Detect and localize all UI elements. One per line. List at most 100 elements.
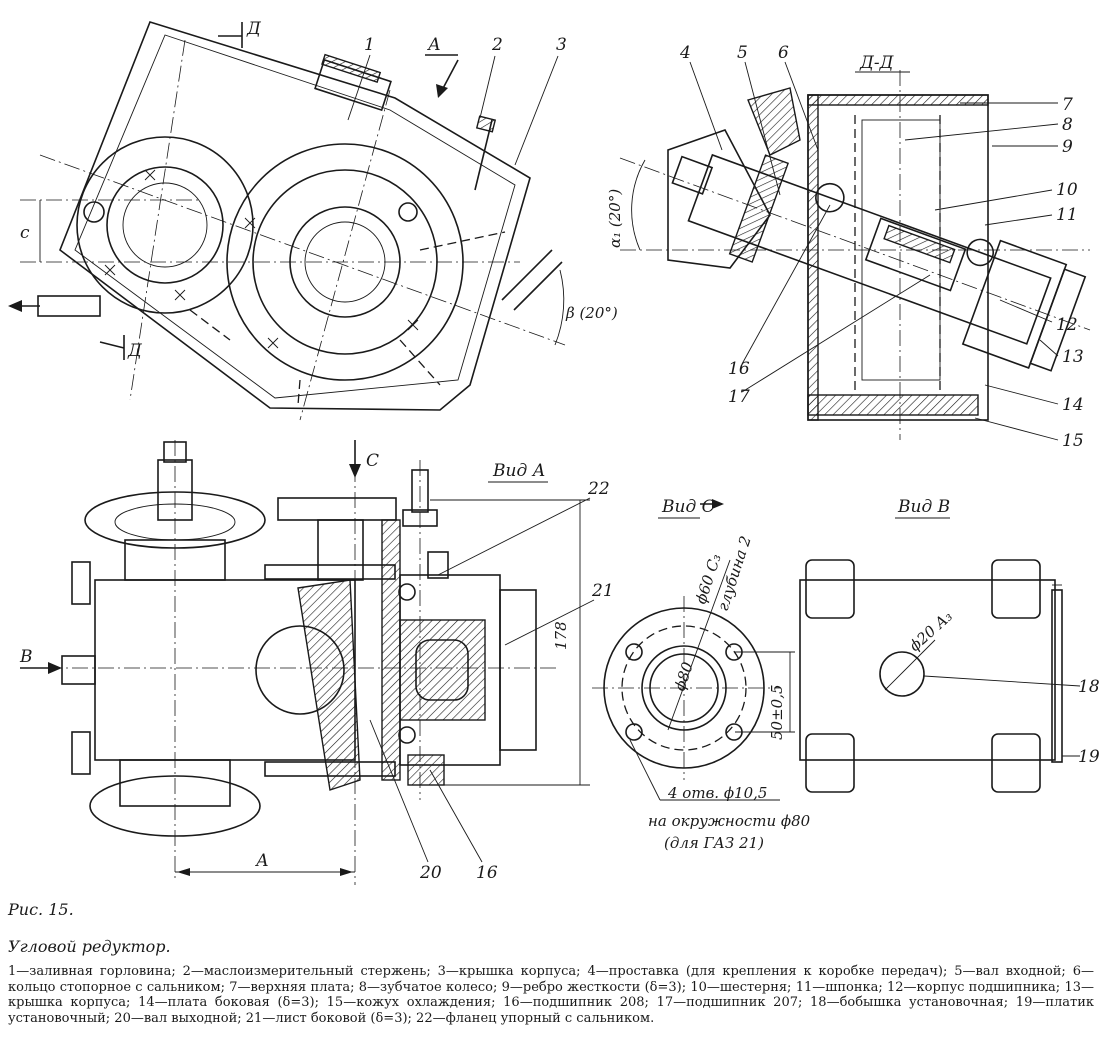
input-bore-inner [122,182,208,268]
bearing-housing [961,239,1068,369]
holes-leader [629,739,661,801]
housing-inner [74,34,516,399]
filler-cap [321,53,382,83]
hidden-rib [189,309,231,341]
dim-c-label: с [20,223,30,243]
view-label-a: А [427,35,441,55]
bearing-ball [815,182,845,213]
key [883,224,956,264]
side-view: В С Вид А 178 А 22 21 20 16 [19,440,614,885]
alpha-arc [631,159,646,251]
top-plate [277,497,397,521]
leader-1 [347,54,371,121]
view-c-title: Вид С [661,497,715,517]
breather-pipe [37,295,101,317]
bearing-ball [398,583,416,601]
figure-title: Угловой редуктор. [8,937,171,956]
view-label-c: С [366,451,379,471]
phi80-label: ϕ80 [671,659,697,693]
pinion-body [399,619,486,721]
view-b: Вид В ϕ20 А₃ 18 19 [799,497,1100,793]
adapter-flange [747,87,801,156]
output-shaft-section [297,579,361,791]
leaders-side [369,497,595,863]
mount-boss [879,651,925,697]
main-view: Д Д А с β (20°) 1 2 3 [8,19,618,421]
hidden-rib [399,339,441,386]
leader-3 [514,55,559,166]
mount-tab [71,561,91,605]
housing-cover [1029,268,1087,372]
beta-label: β (20°) [565,304,618,322]
hidden-rib [419,231,506,251]
callout-9: 9 [1062,137,1073,157]
side-plate [807,394,979,416]
plate-body [799,579,1056,761]
callout-10: 10 [1056,180,1078,200]
section-label-d: Д [127,341,143,361]
callout-21: 21 [591,581,614,601]
callout-6: 6 [778,43,789,63]
arrow-head [712,499,724,509]
dim-50-label: 50±0,5 [768,684,786,740]
callout-15: 15 [1062,431,1084,451]
cooling-casing [807,94,989,421]
view-b-title: Вид В [897,497,950,517]
arrow-head [177,868,190,876]
view-label-b: В [19,647,33,667]
mount-pad [991,733,1041,793]
callout-13: 13 [1062,347,1084,367]
callout-12: 12 [1056,315,1078,335]
bottom-rail [264,761,396,777]
side-platik [1051,589,1063,763]
oil-pipe [501,249,553,301]
centerline [619,157,1091,331]
callout-1: 1 [364,35,375,55]
section-title: Д-Д [859,53,895,73]
alpha-label: α₁ (20°) [606,189,624,248]
input-bore-outer [106,166,224,284]
callout-7: 7 [1062,95,1073,115]
callout-4: 4 [679,43,691,63]
arrow-head [349,464,361,478]
callout-16b: 16 [476,863,498,883]
right-cover [499,589,537,751]
arrow-head [436,84,448,98]
callout-20: 20 [419,863,442,883]
figure-legend: 1—заливная горловина; 2—маслоизмерительн… [8,964,1094,1026]
depth-label: глубина 2 [714,534,755,614]
section-dd-view: Д-Д α₁ (20°) 4 5 6 7 8 9 10 11 12 13 14 … [606,43,1091,451]
bolt-hole [625,643,643,661]
beta-arc [554,269,565,346]
bearing-wall [381,519,401,781]
section-arrow-d-bottom [99,341,125,349]
callout-19: 19 [1078,747,1100,767]
bearing-ball [966,238,995,267]
dim-a-label: А [255,851,269,871]
callout-17: 17 [728,387,750,407]
callout-5: 5 [737,43,748,63]
input-shaft-assembly [671,153,1087,372]
callout-14: 14 [1062,395,1084,415]
bolt-head [398,202,418,222]
figure-caption: Рис. 15. Угловой редуктор. 1—заливная го… [8,900,1094,1026]
mount-pad [805,559,855,619]
section-label-d: Д [246,19,262,39]
view-c: Вид С ϕ60 С₃ глубина 2 ϕ80 50±0,5 4 отв.… [592,497,811,852]
dim-178-label: 178 [552,621,570,650]
left-wall [807,94,819,421]
leader-2 [479,55,496,119]
seal-flange [427,551,449,579]
bolt-circle [621,625,747,751]
phi20-label: ϕ20 А₃ [906,607,956,655]
input-stub [61,655,96,685]
phi20-leader [884,639,936,691]
input-flange [76,136,254,314]
phi60-leader [667,559,731,731]
arrow-head [48,662,62,674]
mount-pad [805,733,855,793]
callout-2: 2 [491,35,503,55]
centerline [39,154,566,346]
top-plate [807,94,989,106]
